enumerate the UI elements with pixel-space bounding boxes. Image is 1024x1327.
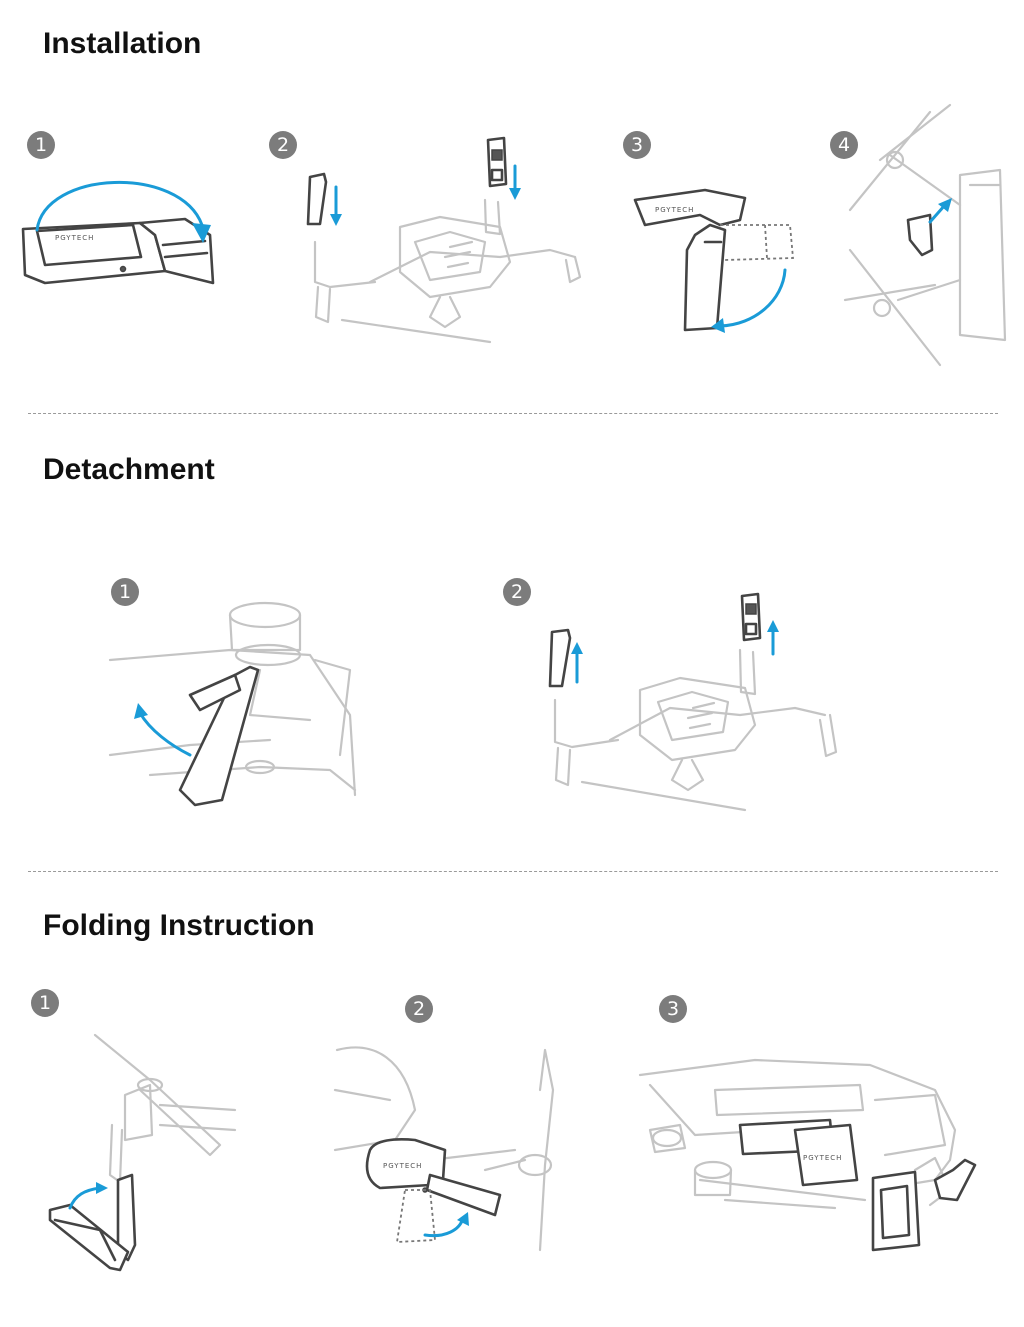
- installation-heading: Installation: [43, 27, 202, 60]
- section-divider: [28, 871, 998, 872]
- folding-step-1-badge: 1: [31, 989, 59, 1017]
- detachment-heading: Detachment: [43, 453, 215, 486]
- installation-step-1-badge: 1: [27, 131, 55, 159]
- install-step-3-illustration: PGYTECH: [633, 188, 794, 333]
- holder-clip-icon: [633, 188, 747, 227]
- install-step-4-illustration: [843, 103, 1007, 367]
- rear-holder-icon: [548, 628, 572, 688]
- installation-step-2-badge: 2: [269, 131, 297, 159]
- installation-step-4-badge: 4: [830, 131, 858, 159]
- holder-side-icon: [793, 1123, 859, 1187]
- folding-step-3-badge: 3: [659, 995, 687, 1023]
- detachment-step-2-badge: 2: [503, 578, 531, 606]
- small-holder-icon: [906, 213, 934, 257]
- flip-arrow-icon: [35, 180, 204, 232]
- section-divider: [28, 413, 998, 414]
- fold-step-1-illustration: [48, 1033, 237, 1272]
- fold-step-3-illustration: PGYTECH: [638, 1058, 977, 1252]
- rear-holder-icon: [306, 172, 328, 226]
- installation-step-3-badge: 3: [623, 131, 651, 159]
- brand-mark: PGYTECH: [383, 1162, 422, 1170]
- fold-step-2-illustration: PGYTECH: [333, 1046, 555, 1252]
- folding-heading: Folding Instruction: [43, 909, 315, 942]
- brand-mark: PGYTECH: [803, 1154, 842, 1162]
- folding-step-2-badge: 2: [405, 995, 433, 1023]
- detach-step-1-illustration: [108, 601, 357, 807]
- install-step-2-illustration: [306, 136, 582, 344]
- install-step-1-illustration: PGYTECH: [21, 180, 215, 285]
- detachment-step-1-badge: 1: [111, 578, 139, 606]
- holder-side-icon: [116, 1173, 137, 1262]
- holder-detaching-icon: [178, 665, 260, 807]
- brand-mark: PGYTECH: [55, 234, 94, 242]
- brand-mark: PGYTECH: [655, 206, 694, 214]
- detach-step-2-illustration: [548, 592, 838, 812]
- holder-inner-icon: [35, 223, 143, 267]
